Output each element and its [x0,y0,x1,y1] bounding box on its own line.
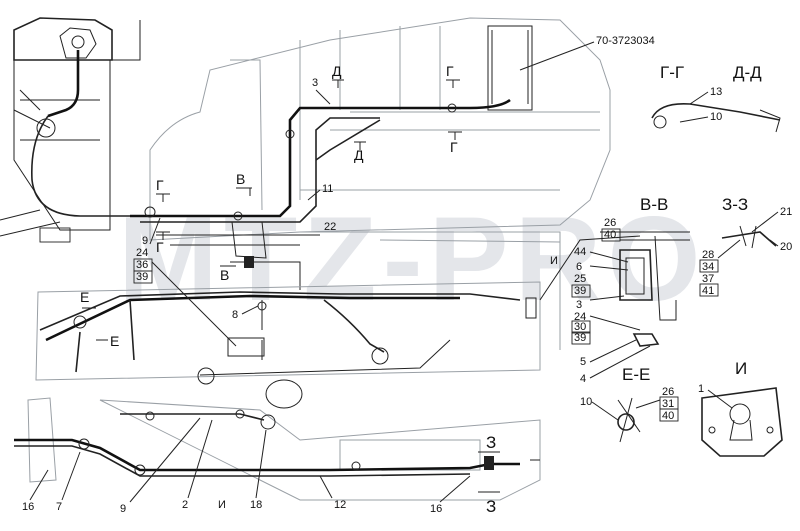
callout-40-v: 40 [604,229,616,241]
callout-16-right: 16 [430,503,442,515]
callout-8: 8 [232,309,238,321]
section-view-e-e: Е-Е 10 26 31 40 [580,365,679,443]
callout-1: 1 [698,383,704,395]
section-title-v-v: В-В [640,195,668,214]
callout-40-e: 40 [662,410,674,422]
callout-28: 28 [702,249,714,261]
section-view-v-v: В-В 26 40 44 6 25 39 3 24 30 39 5 4 [571,195,690,385]
callout-22: 22 [324,221,336,233]
callout-4: 4 [580,373,586,385]
callout-6: 6 [576,261,582,273]
marker-d-top: Д [332,63,342,79]
bottom-assembly-view [14,397,541,501]
callout-2: 2 [182,499,188,511]
section-title-d-d: Д-Д [733,63,762,82]
callout-26-v: 26 [604,217,616,229]
callout-34: 34 [702,261,714,273]
main-callouts: 3 11 22 9 24 36 39 8 16 7 9 2 18 12 16 [22,77,471,515]
middle-assembly-view [35,231,641,409]
callout-3-top: 3 [312,77,318,89]
callout-31: 31 [662,398,674,410]
callout-26-e: 26 [662,386,674,398]
marker-g-left: Г [156,177,164,193]
section-view-i: И 1 [698,359,783,457]
section-title-e-e: Е-Е [622,365,650,384]
section-title-g-g: Г-Г [660,63,684,82]
marker-g-left2: Г [156,239,164,255]
callout-39-a: 39 [136,271,148,283]
section-title-z-z: З-З [722,195,748,214]
section-view-z-z: З-З 21 20 28 34 37 41 [699,195,792,297]
marker-z-top: З [486,433,496,452]
callout-21: 21 [780,206,792,218]
callout-16-left: 16 [22,501,34,513]
marker-i-bottom: И [218,499,226,511]
callout-11: 11 [322,183,333,195]
marker-e-top: Е [80,289,89,305]
callout-41: 41 [702,285,714,297]
watermark: MTZ-PRO [118,192,707,326]
callout-25: 25 [574,273,586,285]
callout-44: 44 [574,246,586,258]
callout-10-e: 10 [580,396,592,408]
marker-g-mid: Г [450,139,458,155]
callout-5: 5 [580,356,586,368]
section-views-top-right: Г-Г Д-Д 13 10 [651,63,781,133]
callout-24-a: 24 [136,247,148,259]
callout-20: 20 [780,241,792,253]
callout-7: 7 [56,501,62,513]
callout-3-v: 3 [576,299,582,311]
marker-e-bottom: Е [110,333,119,349]
marker-g-top: Г [446,63,454,79]
callout-36: 36 [136,259,148,271]
marker-z-bottom: З [486,497,496,516]
callout-10-gg: 10 [710,111,722,123]
marker-v-low: В [220,267,229,283]
marker-v-mid: В [236,171,245,187]
callout-30: 30 [574,321,586,333]
cab-corner-view [0,17,141,243]
callout-39-v: 39 [574,285,586,297]
top-assembly-view [130,17,611,290]
section-title-i: И [735,359,747,378]
marker-d-bottom: Д [354,147,364,163]
callout-13: 13 [710,86,722,98]
callout-9-bottom: 9 [120,503,126,515]
callout-9-top: 9 [142,235,148,247]
part-number-leader [519,41,595,71]
part-number-label: 70-3723034 [596,35,655,47]
callout-24-v: 24 [574,311,586,323]
callout-37: 37 [702,273,714,285]
callout-12: 12 [334,499,346,511]
callout-39-v2: 39 [574,332,586,344]
marker-i-small: И [550,255,558,267]
section-markers: Д Д Г Г Г Г В В Е Е З З И И [80,63,558,516]
callout-18: 18 [250,499,262,511]
